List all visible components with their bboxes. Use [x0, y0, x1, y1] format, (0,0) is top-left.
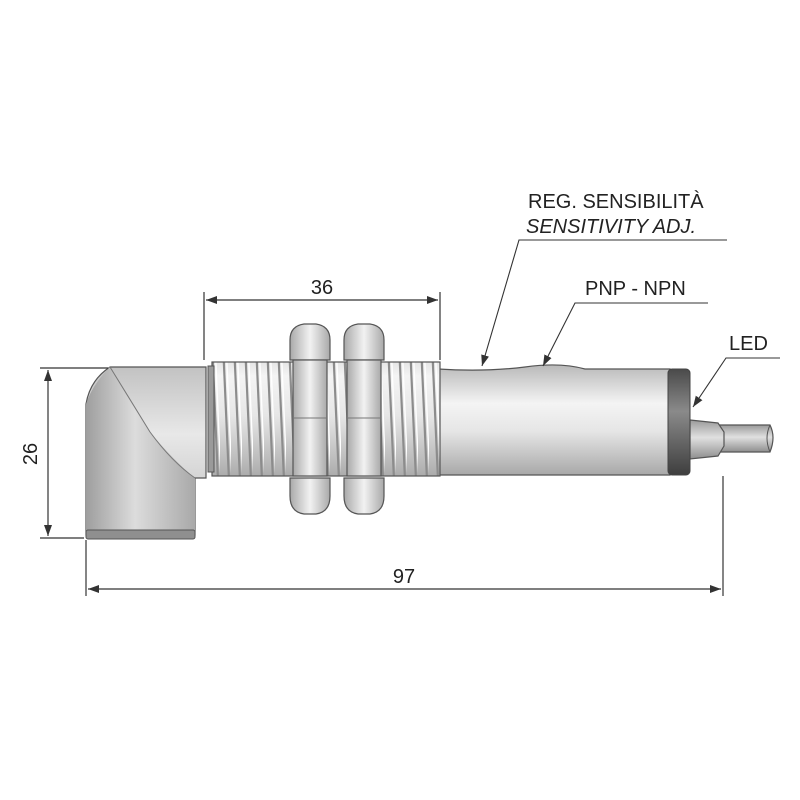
hex-nut: [289, 323, 331, 515]
sensor-barrel: [437, 364, 671, 476]
total-length-label: 97: [393, 566, 415, 588]
led-label: LED: [729, 333, 768, 355]
dimension-height: 26: [20, 367, 108, 539]
sensitivity-label-en: SENSITIVITY ADJ.: [526, 216, 696, 238]
output-type-label: PNP - NPN: [585, 278, 686, 300]
cable: [715, 424, 774, 453]
cable-gland: [689, 419, 725, 460]
callout-output-type: PNP - NPN: [542, 278, 708, 367]
height-label: 26: [20, 443, 42, 465]
sensing-head: [85, 366, 207, 540]
thread-length-label: 36: [311, 277, 333, 299]
dimension-thread-length: 36: [203, 277, 441, 360]
dimension-total-length: 97: [85, 476, 724, 596]
callout-sensitivity: REG. SENSIBILITÀ SENSITIVITY ADJ.: [481, 190, 727, 367]
hex-nut: [343, 323, 385, 515]
sensing-face: [85, 529, 196, 540]
callout-led: LED: [692, 333, 780, 408]
led-ring: [667, 368, 691, 476]
sensitivity-label-it: REG. SENSIBILITÀ: [528, 190, 704, 213]
sensor-body: [85, 323, 774, 540]
